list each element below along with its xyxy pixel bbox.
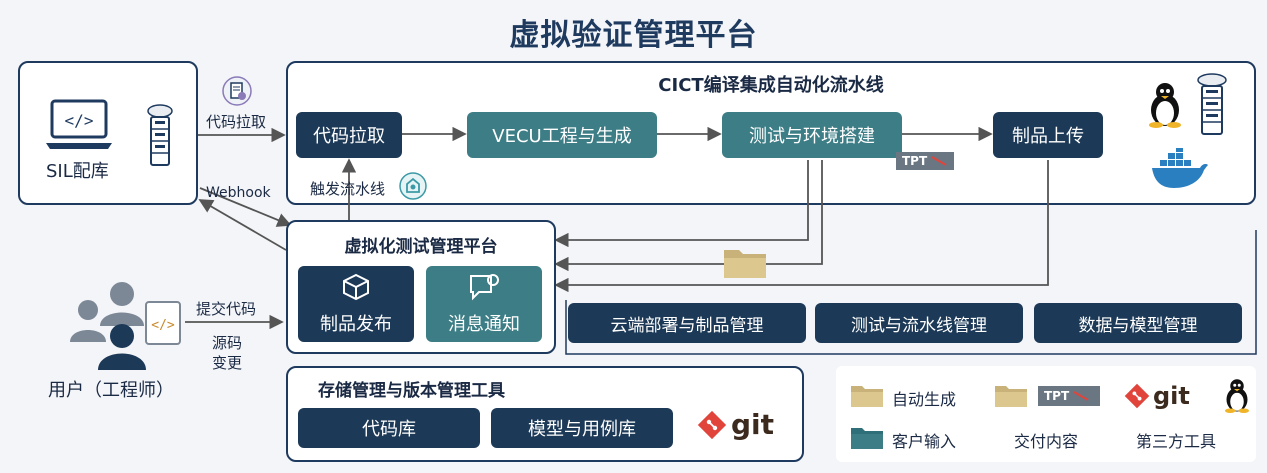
repo-code[interactable]: 代码库 [298, 408, 480, 448]
step-test-env[interactable]: 测试与环境搭建 [722, 112, 902, 158]
function-test-pipeline[interactable]: 测试与流水线管理 [815, 303, 1023, 343]
users-icon: </> [70, 282, 181, 370]
module-notification[interactable]: 消息通知 [426, 266, 542, 342]
sil-label: SIL配库 [46, 161, 109, 182]
folder-auto-icon [851, 386, 883, 407]
legend-git-label: git [1153, 382, 1190, 410]
sil-panel: </> SIL配库 [18, 61, 198, 205]
server-icon [1197, 73, 1227, 135]
legend-third-party: 第三方工具 [1136, 432, 1217, 451]
edge-trigger-label: 触发流水线 [310, 180, 386, 198]
legend-git-logo: git [1124, 382, 1190, 410]
svg-text:</>: </> [65, 111, 94, 130]
legend-delivery: 交付内容 [1014, 432, 1079, 451]
module-artifact-release[interactable]: 制品发布 [298, 266, 414, 342]
svg-text:</>: </> [151, 318, 175, 333]
folder-delivery-icon [995, 386, 1027, 407]
edge-source-change-line1: 源码 [212, 334, 243, 352]
module-notification-label: 消息通知 [448, 314, 520, 335]
user-label: 用户（工程师） [48, 380, 174, 401]
laptop-code-icon: </> [46, 99, 112, 149]
folder-customer-icon [851, 428, 883, 449]
step-vecu-build[interactable]: VECU工程与生成 [467, 112, 657, 158]
edge-webhook-label: Webhook [206, 185, 271, 201]
git-icon [697, 410, 727, 439]
legend-tpt-badge: TPT [1038, 386, 1100, 406]
edge-source-change-line2: 变更 [212, 354, 243, 372]
legend-customer-input: 客户输入 [892, 432, 957, 451]
pipeline-title: CICT编译集成自动化流水线 [658, 75, 884, 96]
server-icon [147, 104, 173, 166]
folder-icon [724, 250, 766, 278]
package-icon [343, 273, 369, 301]
vtest-title: 虚拟化测试管理平台 [344, 237, 498, 257]
git-icon [1124, 383, 1150, 409]
page-title: 虚拟验证管理平台 [509, 18, 758, 53]
git-logo: git [697, 408, 774, 441]
step-artifact-upload[interactable]: 制品上传 [993, 112, 1103, 158]
edge-submit-code-label: 提交代码 [196, 300, 257, 318]
legend: 自动生成 客户输入 TPT 交付内容 git 第三方工具 [836, 366, 1256, 462]
docker-icon [1152, 148, 1208, 188]
module-artifact-release-label: 制品发布 [320, 314, 392, 335]
chat-bubble-icon [470, 274, 499, 301]
function-data-model[interactable]: 数据与模型管理 [1034, 303, 1242, 343]
repo-model-cases[interactable]: 模型与用例库 [491, 408, 673, 448]
linux-icon [1225, 379, 1249, 413]
linux-icon [1149, 83, 1181, 128]
legend-tpt-text: TPT [1044, 389, 1070, 403]
tpt-badge: TPT [896, 152, 954, 170]
document-icon [222, 76, 252, 106]
function-cloud-deploy[interactable]: 云端部署与制品管理 [568, 303, 806, 343]
storage-title: 存储管理与版本管理工具 [318, 381, 505, 401]
git-label: git [731, 408, 775, 441]
legend-auto-generated: 自动生成 [892, 390, 957, 409]
trigger-icon [399, 172, 427, 200]
tpt-badge-text: TPT [902, 154, 928, 168]
step-pull-code[interactable]: 代码拉取 [296, 112, 402, 158]
edge-pull-code-label: 代码拉取 [206, 113, 267, 131]
